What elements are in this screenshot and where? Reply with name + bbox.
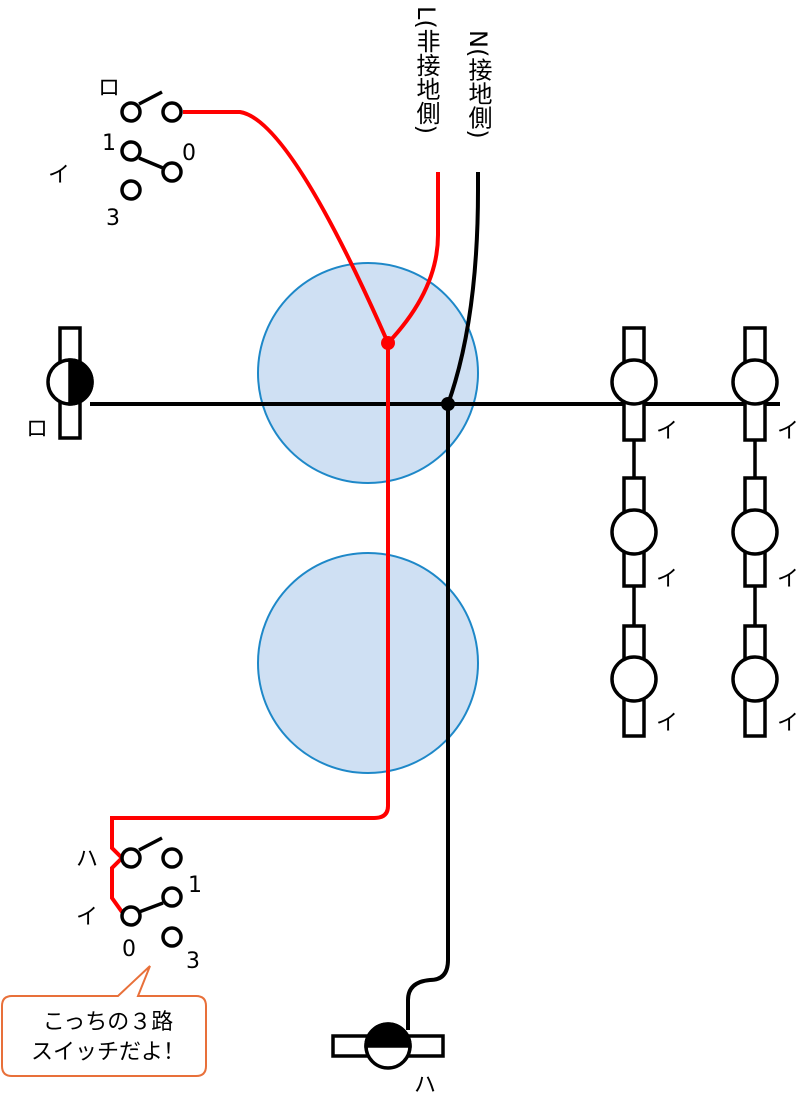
neutral-supply-wire: [446, 172, 480, 405]
lamp-grid-label-3: イ: [656, 567, 678, 592]
top-switch-label-ro: ロ: [98, 76, 120, 101]
live-to-top-switch-wire: [183, 110, 390, 344]
bottom-switch-label-i: イ: [76, 905, 98, 930]
junction-box-top: [257, 262, 479, 484]
neutral-bottom-wire: [406, 404, 450, 1030]
top-switch-label-i: イ: [48, 163, 70, 188]
lamp-grid-label-6: イ: [777, 711, 799, 736]
bottom-switch-label-ha: ハ: [76, 847, 98, 872]
callout-bubble: [1, 965, 207, 1077]
lamp-left: [46, 326, 94, 440]
three-way-switch-bottom: [120, 836, 183, 948]
lamp-grid-label-1: イ: [656, 419, 678, 444]
live-supply-wire: [386, 172, 440, 345]
callout-line-1: こっちの３路: [42, 1010, 174, 1035]
neutral-supply-label: N(接地側): [464, 30, 492, 139]
callout-text: こっちの３路 スイッチだよ！: [10, 1008, 206, 1068]
lamp-grid-6: [731, 624, 779, 738]
bottom-switch-label-3: 3: [186, 949, 200, 974]
bottom-switch-label-0: 0: [122, 937, 136, 962]
lamp-grid: [610, 326, 779, 738]
callout-line-2: スイッチだよ！: [30, 1040, 185, 1065]
lamp-grid-label-2: イ: [777, 419, 799, 444]
lamp-grid-1: [610, 326, 658, 442]
lamp-bottom-label: ハ: [414, 1073, 436, 1098]
junction-box-bottom: [257, 552, 479, 774]
bottom-switch-label-1: 1: [188, 873, 202, 898]
lamp-grid-2: [731, 326, 779, 442]
live-junction-dot: [381, 336, 395, 350]
lamp-grid-4: [731, 476, 779, 588]
lamp-left-label: ロ: [26, 417, 48, 442]
lamp-grid-label-5: イ: [656, 711, 678, 736]
lamp-grid-label-4: イ: [777, 567, 799, 592]
top-switch-label-3: 3: [106, 206, 120, 231]
lamp-grid-3: [610, 476, 658, 588]
lamp-bottom: [331, 1022, 445, 1070]
top-switch-label-0: 0: [182, 141, 196, 166]
three-way-switch-top: [120, 90, 183, 201]
neutral-junction-dot: [441, 397, 455, 411]
top-switch-label-1: 1: [102, 131, 116, 156]
live-supply-label: L(非接地側): [412, 6, 440, 134]
live-to-bottom-switch-wire: [110, 343, 390, 914]
lamp-grid-5: [610, 624, 658, 738]
